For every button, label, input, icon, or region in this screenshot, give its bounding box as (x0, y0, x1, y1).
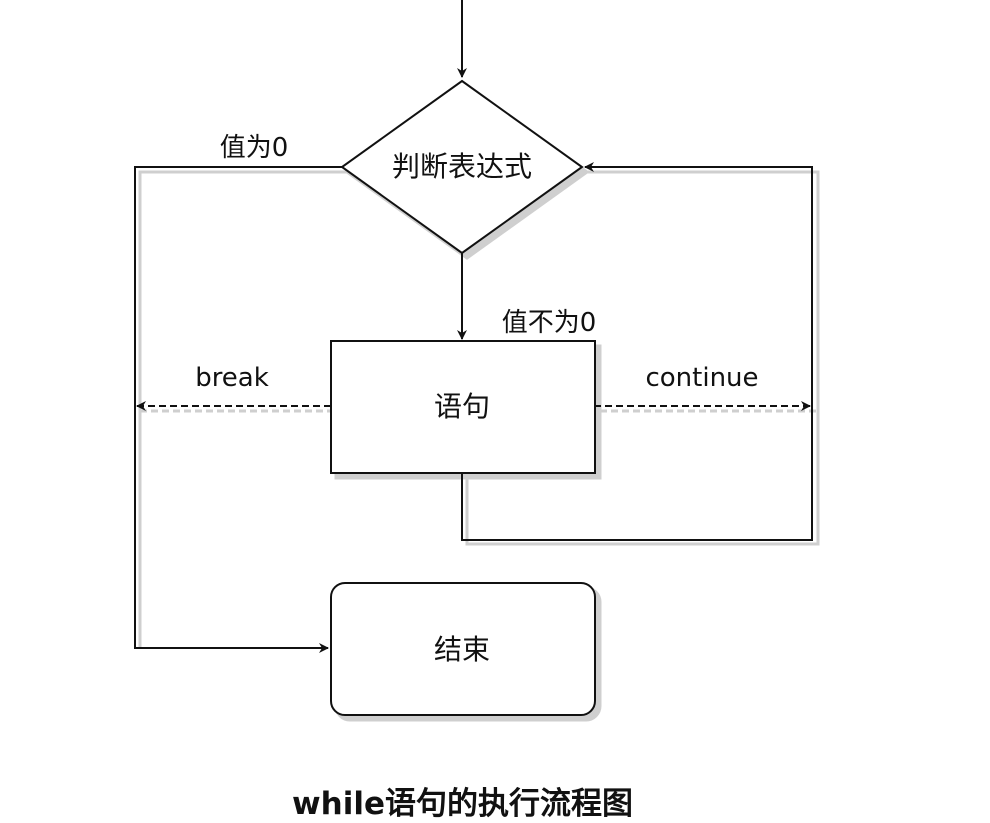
statement-label: 语句 (434, 390, 490, 423)
statement-node: 语句 (330, 340, 596, 474)
loop-back-path (461, 162, 813, 541)
false-edge-label: 值为0 (220, 133, 289, 163)
break-edge-label: break (195, 363, 269, 393)
connectors (134, 0, 813, 653)
false-path (134, 166, 342, 653)
continue-edge-label: continue (645, 363, 758, 393)
figure-caption: while语句的执行流程图 (292, 786, 633, 822)
end-label: 结束 (434, 633, 490, 666)
true-edge-label: 值不为0 (502, 308, 597, 338)
end-node: 结束 (330, 582, 596, 716)
condition-node: 判断表达式 (340, 79, 584, 255)
condition-label: 判断表达式 (392, 150, 532, 183)
